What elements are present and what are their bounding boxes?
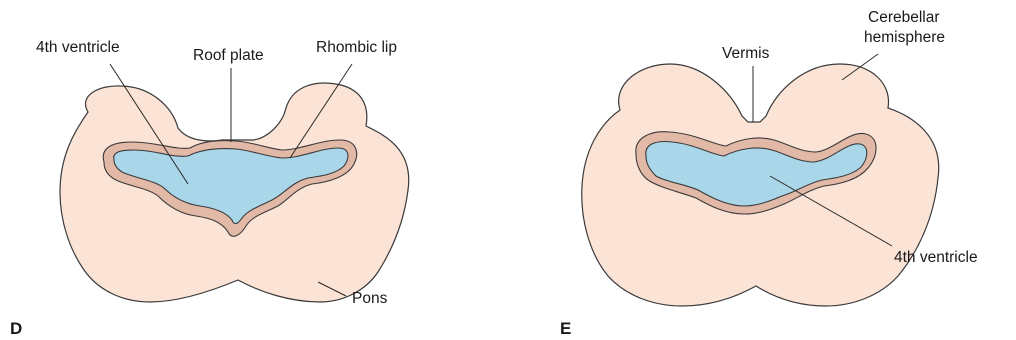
panel-e: Vermis Cerebellar hemisphere 4th ventric…: [560, 9, 978, 338]
panel-d: 4th ventricle Roof plate Rhombic lip Pon…: [10, 39, 409, 338]
label-e-vermis: Vermis: [722, 45, 770, 62]
label-e-fourth-ventricle: 4th ventricle: [894, 249, 978, 266]
label-d-roof-plate: Roof plate: [193, 47, 264, 64]
label-d-fourth-ventricle: 4th ventricle: [36, 39, 120, 56]
label-e-cerebellar-hemisphere-line1: Cerebellar: [868, 9, 940, 26]
label-d-pons: Pons: [352, 290, 388, 307]
label-e-cerebellar-hemisphere-line2: hemisphere: [864, 29, 945, 46]
label-d-rhombic-lip: Rhombic lip: [316, 39, 397, 56]
panel-letter-e: E: [560, 319, 571, 338]
panel-letter-d: D: [10, 319, 22, 338]
